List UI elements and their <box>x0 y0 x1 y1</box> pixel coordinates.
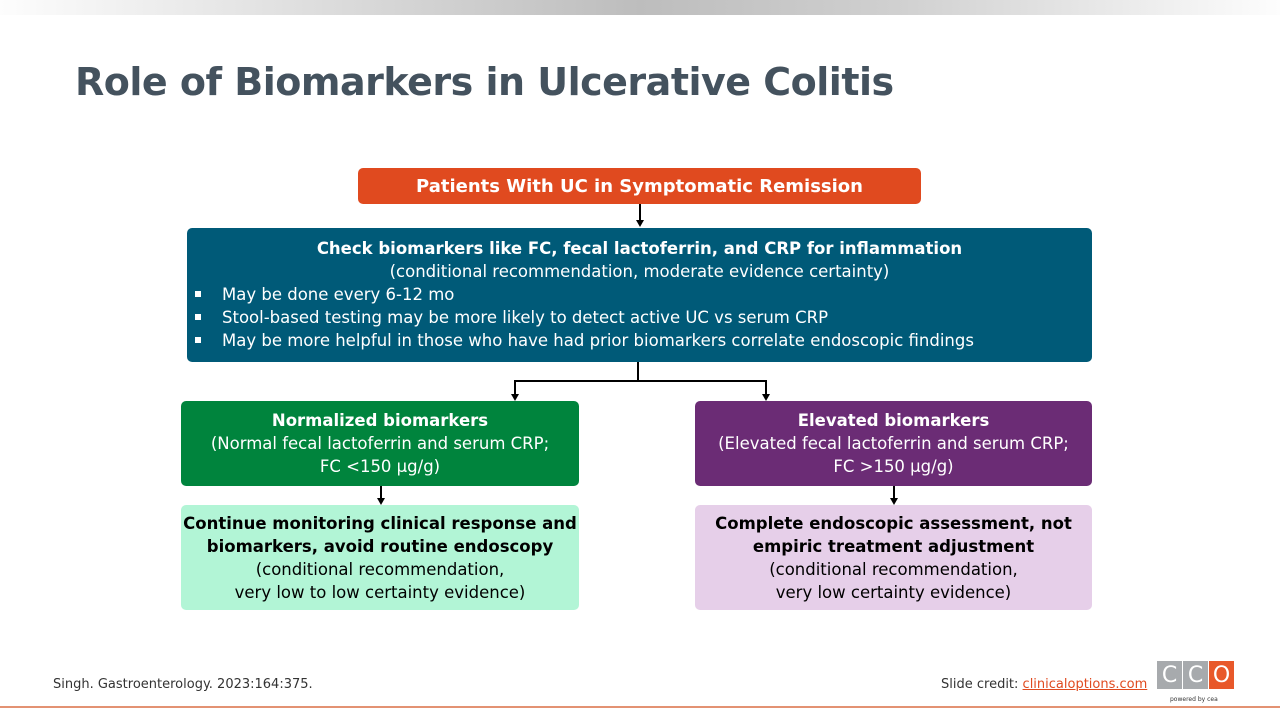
arrow-down-icon <box>511 394 519 401</box>
normalized-biomarkers-box: Normalized biomarkers (Normal fecal lact… <box>181 401 579 486</box>
action-heading: empiric treatment adjustment <box>752 536 1035 556</box>
action-heading: biomarkers, avoid routine endoscopy <box>206 536 554 556</box>
logo-letter: O <box>1209 661 1234 689</box>
action-heading: Complete endoscopic assessment, not <box>715 513 1072 533</box>
credit-label: Slide credit: <box>941 677 1023 692</box>
clinicaloptions-link[interactable]: clinicaloptions.com <box>1022 677 1148 692</box>
action-detail: very low certainty evidence) <box>775 582 1012 602</box>
arrow-down-icon <box>377 498 385 505</box>
cco-logo: C C O <box>1157 661 1235 689</box>
top-gradient-bar <box>0 0 1280 15</box>
action-detail: very low to low certainty evidence) <box>234 582 526 602</box>
connector <box>893 486 895 498</box>
connector <box>765 380 767 394</box>
continue-monitoring-box: Continue monitoring clinical response an… <box>181 505 579 610</box>
bullet-item: May be done every 6-12 mo <box>193 283 1092 306</box>
elevated-detail: FC >150 µg/g) <box>833 457 954 476</box>
footer-divider <box>0 706 1280 708</box>
elevated-biomarkers-box: Elevated biomarkers (Elevated fecal lact… <box>695 401 1092 486</box>
elevated-detail: (Elevated fecal lactoferrin and serum CR… <box>718 434 1069 453</box>
connector <box>639 204 641 220</box>
arrow-down-icon <box>890 498 898 505</box>
remission-box: Patients With UC in Symptomatic Remissio… <box>358 168 921 204</box>
slide-title: Role of Biomarkers in Ulcerative Colitis <box>75 60 894 104</box>
logo-letter: C <box>1183 661 1208 689</box>
logo-tagline: powered by cea <box>1170 696 1218 703</box>
elevated-heading: Elevated biomarkers <box>797 411 990 430</box>
bullet-item: Stool-based testing may be more likely t… <box>193 306 1092 329</box>
action-detail: (conditional recommendation, <box>255 559 505 579</box>
logo-letter: C <box>1157 661 1182 689</box>
connector <box>514 380 516 394</box>
action-heading: Continue monitoring clinical response an… <box>183 513 577 533</box>
connector <box>637 362 639 382</box>
slide-credit: Slide credit: clinicaloptions.com <box>941 677 1147 692</box>
check-subheading: (conditional recommendation, moderate ev… <box>389 262 890 281</box>
bullet-item: May be more helpful in those who have ha… <box>193 329 1092 352</box>
arrow-down-icon <box>762 394 770 401</box>
check-heading: Check biomarkers like FC, fecal lactofer… <box>316 239 963 258</box>
connector <box>380 486 382 498</box>
citation: Singh. Gastroenterology. 2023:164:375. <box>53 677 313 692</box>
normalized-heading: Normalized biomarkers <box>271 411 489 430</box>
normalized-detail: FC <150 µg/g) <box>319 457 441 476</box>
action-detail: (conditional recommendation, <box>769 559 1018 579</box>
arrow-down-icon <box>636 220 644 227</box>
connector <box>514 380 767 382</box>
endoscopic-assessment-box: Complete endoscopic assessment, not empi… <box>695 505 1092 610</box>
normalized-detail: (Normal fecal lactoferrin and serum CRP; <box>210 434 550 453</box>
check-biomarkers-box: Check biomarkers like FC, fecal lactofer… <box>187 228 1092 362</box>
